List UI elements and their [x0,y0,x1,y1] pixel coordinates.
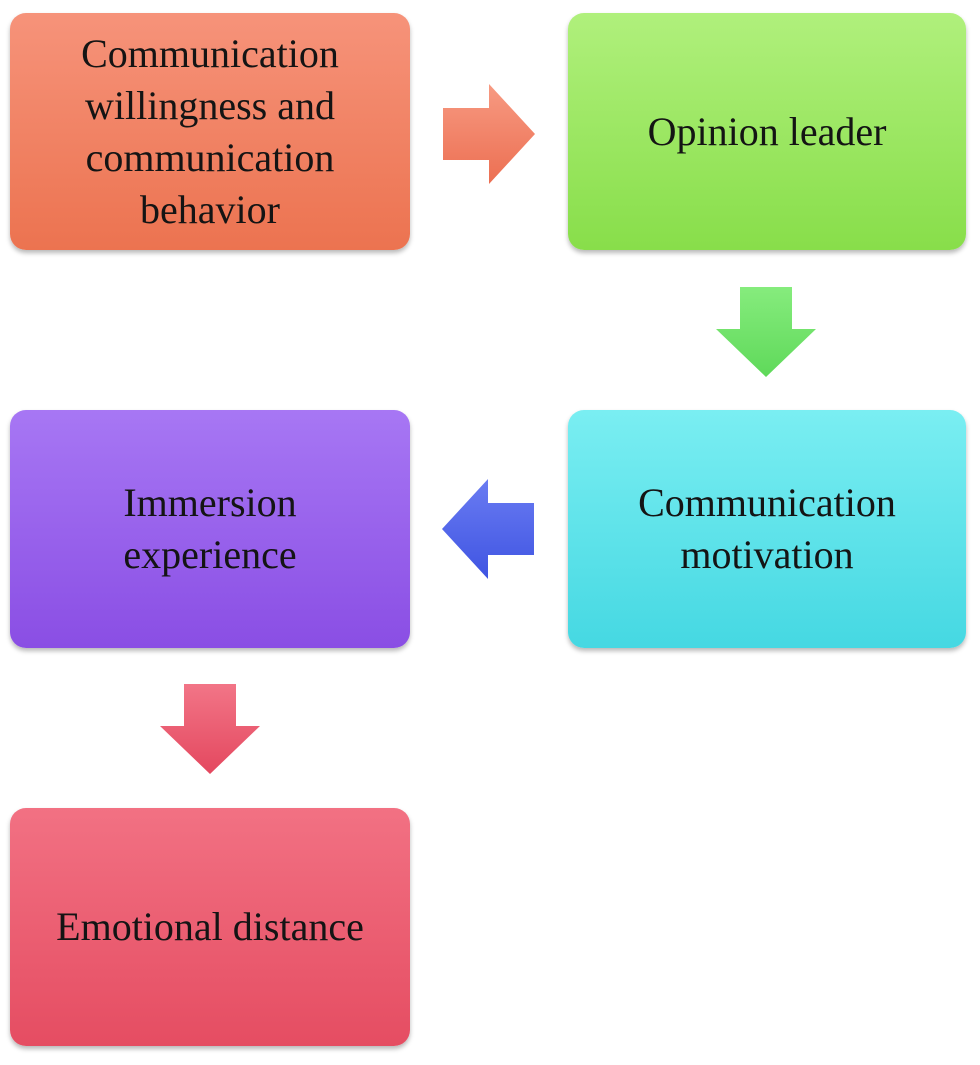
node-emotional-distance: Emotional distance [10,808,410,1046]
arrow-down-icon [160,684,260,774]
node-label: Communication motivation [638,480,896,577]
node-label: Immersion experience [123,480,297,577]
node-label: Communication willingness and communicat… [81,30,339,232]
node-label: Emotional distance [56,904,364,949]
node-label: Opinion leader [647,108,887,154]
arrow-right-icon [443,84,535,184]
node-communication-willingness: Communication willingness and communicat… [10,13,410,250]
arrow-left-icon [442,479,534,579]
arrow-down-icon [716,287,816,377]
node-communication-motivation: Communication motivation [568,410,966,648]
node-opinion-leader: Opinion leader [568,13,966,250]
node-immersion-experience: Immersion experience [10,410,410,648]
